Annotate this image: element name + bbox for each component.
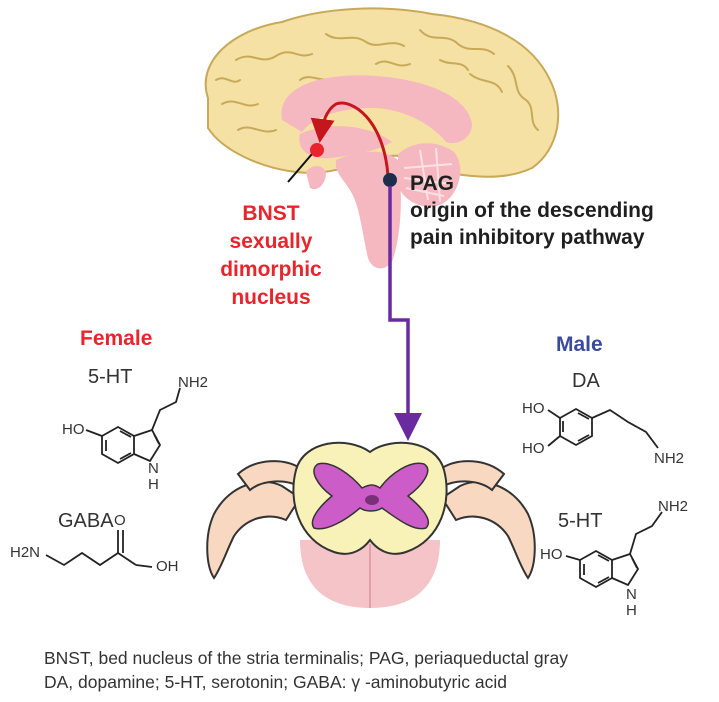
atom-label: NH2 [178, 374, 209, 391]
pag-label-line-2: origin of the descending [410, 199, 654, 222]
atom-label: N [626, 586, 637, 603]
female-heading: Female [80, 327, 153, 350]
central-canal [365, 495, 379, 505]
atom-label: OH [156, 558, 179, 575]
pag-label-line-3: pain inhibitory pathway [410, 226, 645, 249]
male-serotonin-name: 5-HT [558, 510, 603, 532]
atom-label: HO [62, 421, 85, 438]
spinal-cord-illustration [206, 441, 536, 608]
bnst-label-line-3: dimorphic [220, 258, 322, 281]
atom-label: H2N [10, 544, 41, 561]
female-serotonin-structure [85, 387, 181, 465]
corpus-callosum [281, 75, 472, 144]
footnote-line-1: BNST, bed nucleus of the stria terminali… [44, 648, 568, 668]
cerebellum [398, 143, 461, 207]
atom-label: NH2 [654, 450, 685, 467]
atom-label: HO [522, 440, 545, 457]
bnst-dot [310, 143, 324, 157]
bnst-label-line-1: BNST [242, 202, 300, 225]
pituitary [306, 166, 326, 190]
atom-label: HO [540, 546, 563, 563]
brain-illustration [204, 7, 560, 269]
female-serotonin-name: 5-HT [88, 366, 133, 388]
pag-label-line-1: PAG [410, 172, 454, 195]
bnst-projection-arrow [310, 101, 390, 177]
dopamine-name: DA [572, 370, 600, 392]
molecule-structures [45, 387, 663, 589]
atom-label: HO [522, 400, 545, 417]
bnst-label-line-4: nucleus [231, 286, 311, 309]
cerebellum-folia [403, 147, 453, 203]
atom-label: O [114, 512, 126, 529]
footnote-line-2: DA, dopamine; 5-HT, serotonin; GABA: γ -… [44, 672, 507, 692]
bnst-label-line-2: sexually [229, 230, 313, 253]
pag-dot [383, 173, 397, 187]
descending-pathway-arrow [388, 186, 422, 441]
left-nerve-root [206, 480, 302, 580]
pag-label: PAG origin of the descending pain inhibi… [410, 170, 654, 251]
atom-label: H [148, 476, 159, 493]
gaba-name: GABA [58, 510, 114, 532]
dopamine-structure [547, 407, 659, 449]
bnst-leader-line [287, 153, 313, 183]
atom-label: H [626, 602, 637, 619]
male-serotonin-structure [565, 511, 663, 589]
bnst-label: BNST sexually dimorphic nucleus [196, 200, 346, 312]
right-nerve-root [440, 480, 536, 580]
atom-label: N [148, 460, 159, 477]
male-heading: Male [556, 333, 603, 356]
atom-label: NH2 [658, 498, 689, 515]
brain-sulci [215, 29, 539, 133]
gaba-structure [45, 530, 153, 568]
